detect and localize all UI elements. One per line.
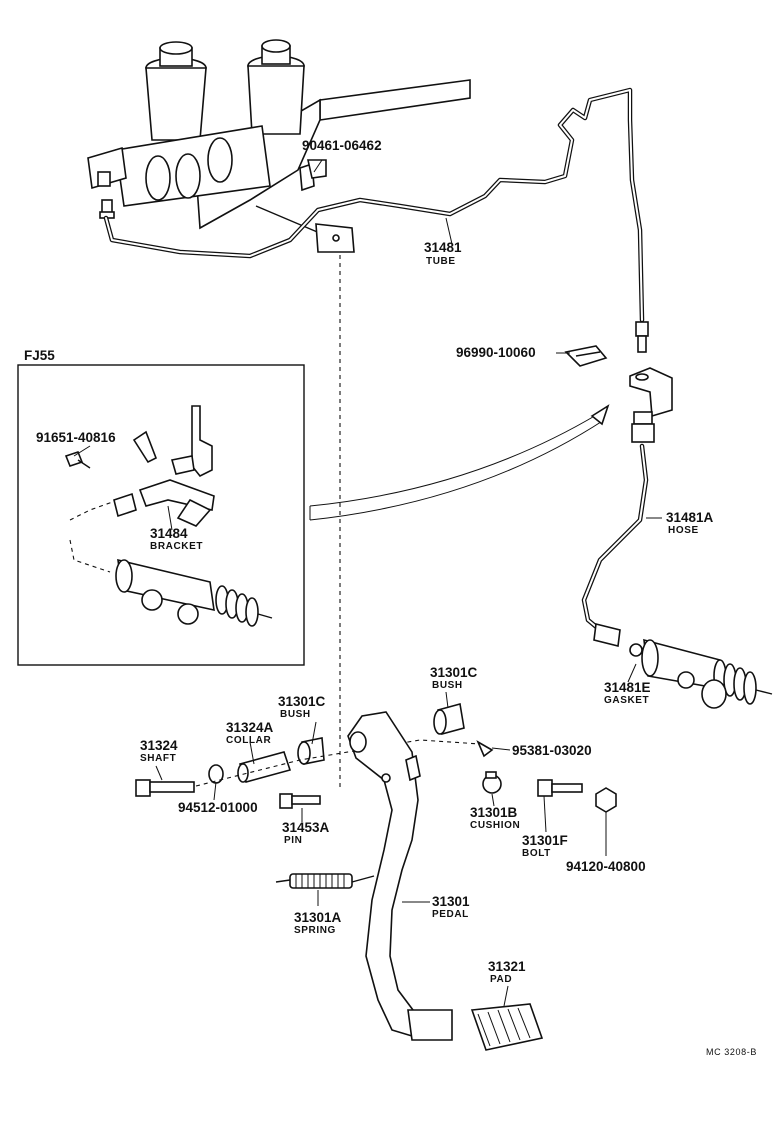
- label-31301A-name: SPRING: [294, 925, 336, 936]
- label-31301C-a-no: 31301C: [278, 694, 326, 709]
- cushion: [482, 771, 502, 794]
- clutch-tube: [103, 87, 649, 353]
- return-spring: [275, 873, 375, 889]
- label-31321-no: 31321: [488, 959, 526, 974]
- nut: [595, 787, 617, 813]
- clutch-pedal: [347, 711, 453, 1041]
- shaft: [135, 779, 195, 797]
- fj55-inset: FJ55: [17, 348, 305, 666]
- label-31321-name: PAD: [490, 974, 512, 985]
- bush-left: [297, 737, 325, 765]
- label-31301B-no: 31301B: [470, 805, 518, 820]
- label-31324-no: 31324: [140, 738, 178, 753]
- cotter-pin: [476, 740, 494, 758]
- collar: [237, 751, 292, 783]
- bush-right: [433, 702, 465, 736]
- label-31324A-no: 31324A: [226, 720, 274, 735]
- label-31481-name: TUBE: [426, 256, 456, 267]
- label-31301C-b-name: BUSH: [432, 680, 463, 691]
- label-94512-no: 94512-01000: [178, 800, 258, 815]
- label-31453A-no: 31453A: [282, 820, 330, 835]
- label-31484-name: BRACKET: [150, 541, 203, 552]
- bolt: [537, 779, 583, 797]
- reference-arrow: [309, 404, 610, 521]
- label-31301C-b-no: 31301C: [430, 665, 478, 680]
- label-31481E-no: 31481E: [604, 680, 651, 695]
- label-91651-no: 91651-40816: [36, 430, 116, 445]
- label-31301-no: 31301: [432, 894, 470, 909]
- inset-title: FJ55: [24, 348, 55, 363]
- label-90461-no: 90461-06462: [302, 138, 382, 153]
- label-94120-no: 94120-40800: [566, 859, 646, 874]
- label-31301-name: PEDAL: [432, 909, 469, 920]
- label-31481E-name: GASKET: [604, 695, 649, 706]
- part-labels: 90461-06462 31481 TUBE 96990-10060 91651…: [36, 138, 757, 1057]
- pin: [279, 793, 321, 809]
- label-31301F-name: BOLT: [522, 848, 551, 859]
- label-31301C-a-name: BUSH: [280, 709, 311, 720]
- label-31324A-name: COLLAR: [226, 735, 271, 746]
- label-31301A-no: 31301A: [294, 910, 342, 925]
- label-31484-no: 31484: [150, 526, 188, 541]
- label-31301B-name: CUSHION: [470, 820, 520, 831]
- label-31301F-no: 31301F: [522, 833, 568, 848]
- label-31481A-name: HOSE: [668, 525, 699, 536]
- pedal-pad: [470, 1003, 544, 1051]
- label-31481-no: 31481: [424, 240, 462, 255]
- clip-96990: [564, 345, 608, 367]
- label-96990-no: 96990-10060: [456, 345, 536, 360]
- diagram-code: MC 3208-B: [706, 1047, 757, 1057]
- master-cylinder-assembly: [87, 39, 471, 253]
- label-31453A-name: PIN: [284, 835, 302, 846]
- clutch-hose: [581, 411, 655, 647]
- label-31324-name: SHAFT: [140, 753, 176, 764]
- label-95381-no: 95381-03020: [512, 743, 592, 758]
- label-31481A-no: 31481A: [666, 510, 714, 525]
- slave-cylinder: [629, 638, 773, 709]
- leader-lines: [73, 159, 662, 1007]
